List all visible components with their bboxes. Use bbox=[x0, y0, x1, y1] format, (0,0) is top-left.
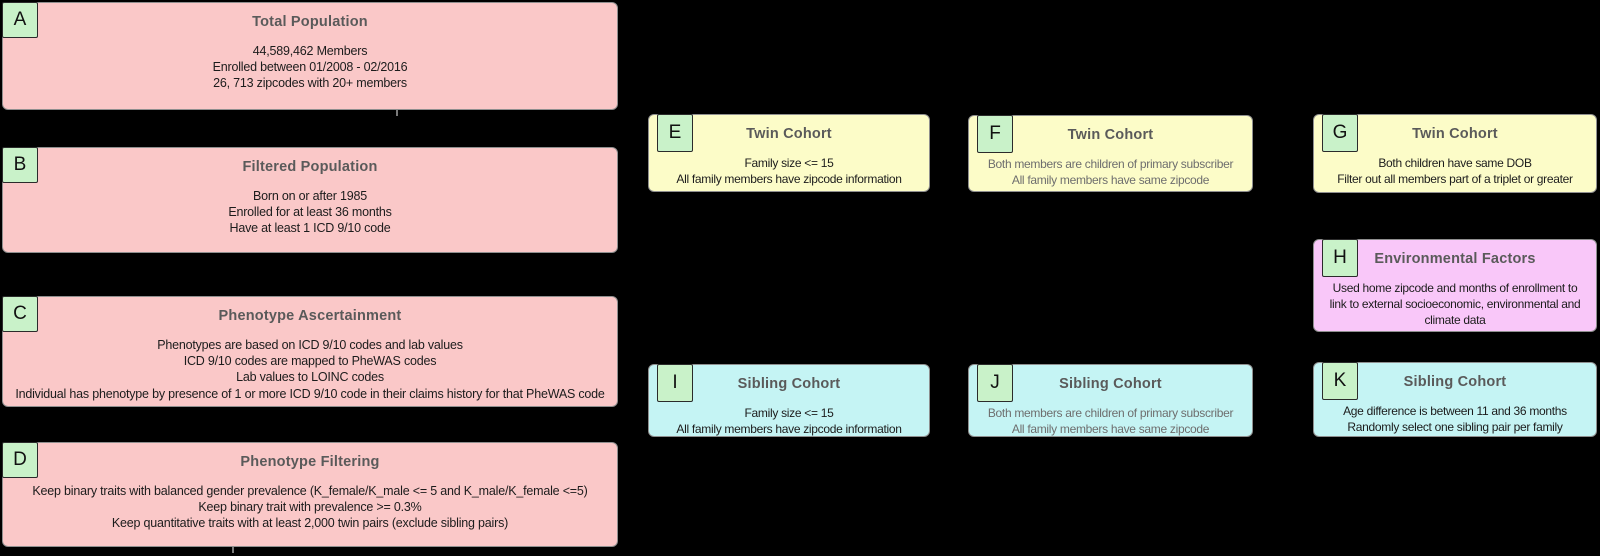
node-f-twin-cohort: F Twin Cohort Both members are children … bbox=[968, 115, 1253, 192]
node-a-title: Total Population bbox=[252, 14, 368, 30]
node-a-line: Enrolled between 01/2008 - 02/2016 bbox=[212, 60, 408, 75]
node-i-line: Family size <= 15 bbox=[744, 406, 834, 420]
node-c-line: ICD 9/10 codes are mapped to PheWAS code… bbox=[183, 354, 437, 369]
node-f-line: All family members have same zipcode bbox=[1011, 173, 1210, 188]
node-b-body: Born on or after 1985 Enrolled for at le… bbox=[3, 188, 617, 237]
node-g-twin-cohort: G Twin Cohort Both children have same DO… bbox=[1313, 114, 1597, 193]
node-b-line: Have at least 1 ICD 9/10 code bbox=[229, 221, 391, 236]
node-g-label: G bbox=[1322, 114, 1358, 152]
node-b-label: B bbox=[2, 147, 38, 183]
node-e-line: All family members have zipcode informat… bbox=[676, 172, 902, 187]
node-j-label: J bbox=[977, 364, 1013, 402]
node-b-line: Born on or after 1985 bbox=[253, 189, 367, 203]
node-c-body: Phenotypes are based on ICD 9/10 codes a… bbox=[3, 337, 617, 402]
node-e-line: Family size <= 15 bbox=[744, 156, 834, 170]
node-d-line: Keep quantitative traits with at least 2… bbox=[111, 516, 509, 531]
node-h-environmental-factors: H Environmental Factors Used home zipcod… bbox=[1313, 239, 1597, 332]
connector-stub bbox=[232, 547, 234, 553]
node-b-title: Filtered Population bbox=[242, 159, 378, 175]
node-a-total-population: A Total Population 44,589,462 Members En… bbox=[2, 2, 618, 110]
node-k-sibling-cohort: K Sibling Cohort Age difference is betwe… bbox=[1313, 362, 1597, 437]
node-i-sibling-cohort: I Sibling Cohort Family size <= 15 All f… bbox=[648, 364, 930, 437]
node-c-title: Phenotype Ascertainment bbox=[218, 308, 402, 324]
node-b-line: Enrolled for at least 36 months bbox=[228, 205, 392, 220]
node-g-body: Both children have same DOB Filter out a… bbox=[1314, 155, 1596, 187]
node-d-line: Keep binary trait with prevalence >= 0.3… bbox=[198, 500, 422, 515]
node-h-title: Environmental Factors bbox=[1374, 251, 1536, 267]
node-d-body: Keep binary traits with balanced gender … bbox=[3, 483, 617, 532]
node-i-body: Family size <= 15 All family members hav… bbox=[649, 405, 929, 437]
node-e-title: Twin Cohort bbox=[746, 126, 832, 142]
node-e-twin-cohort: E Twin Cohort Family size <= 15 All fami… bbox=[648, 114, 930, 192]
node-c-label: C bbox=[2, 296, 38, 332]
node-k-line: Randomly select one sibling pair per fam… bbox=[1347, 420, 1563, 435]
node-d-line: Keep binary traits with balanced gender … bbox=[32, 484, 588, 498]
node-k-label: K bbox=[1322, 362, 1358, 400]
node-d-phenotype-filtering: D Phenotype Filtering Keep binary traits… bbox=[2, 442, 618, 547]
node-f-line: Both members are children of primary sub… bbox=[987, 157, 1234, 171]
node-k-line: Age difference is between 11 and 36 mont… bbox=[1343, 404, 1567, 418]
node-i-title: Sibling Cohort bbox=[737, 376, 841, 392]
node-g-line: Both children have same DOB bbox=[1378, 156, 1532, 170]
node-h-line: Used home zipcode and months of enrollme… bbox=[1329, 281, 1581, 328]
node-f-label: F bbox=[977, 115, 1013, 153]
node-c-line: Individual has phenotype by presence of … bbox=[15, 386, 605, 401]
node-e-label: E bbox=[657, 114, 693, 152]
node-e-body: Family size <= 15 All family members hav… bbox=[649, 155, 929, 187]
node-c-line: Lab values to LOINC codes bbox=[236, 370, 384, 385]
node-j-sibling-cohort: J Sibling Cohort Both members are childr… bbox=[968, 364, 1253, 437]
node-a-line: 26, 713 zipcodes with 20+ members bbox=[213, 76, 407, 91]
node-a-label: A bbox=[2, 2, 38, 38]
node-k-title: Sibling Cohort bbox=[1403, 374, 1507, 390]
node-i-label: I bbox=[657, 364, 693, 402]
node-h-label: H bbox=[1322, 239, 1358, 277]
node-d-title: Phenotype Filtering bbox=[240, 454, 380, 470]
node-f-title: Twin Cohort bbox=[1067, 127, 1154, 143]
node-a-body: 44,589,462 Members Enrolled between 01/2… bbox=[3, 43, 617, 92]
connector-stub bbox=[396, 110, 398, 116]
node-j-body: Both members are children of primary sub… bbox=[969, 405, 1252, 437]
node-h-body: Used home zipcode and months of enrollme… bbox=[1314, 280, 1596, 329]
node-g-line: Filter out all members part of a triplet… bbox=[1337, 172, 1573, 187]
node-c-phenotype-ascertainment: C Phenotype Ascertainment Phenotypes are… bbox=[2, 296, 618, 407]
node-a-line: 44,589,462 Members bbox=[252, 44, 368, 58]
node-j-line: Both members are children of primary sub… bbox=[987, 406, 1234, 420]
node-j-title: Sibling Cohort bbox=[1059, 376, 1162, 392]
node-j-line: All family members have same zipcode bbox=[1011, 422, 1210, 437]
node-g-title: Twin Cohort bbox=[1412, 126, 1498, 142]
node-c-line: Phenotypes are based on ICD 9/10 codes a… bbox=[157, 338, 463, 352]
node-d-label: D bbox=[2, 442, 38, 478]
node-b-filtered-population: B Filtered Population Born on or after 1… bbox=[2, 147, 618, 253]
node-i-line: All family members have zipcode informat… bbox=[676, 422, 902, 437]
node-f-body: Both members are children of primary sub… bbox=[969, 156, 1252, 188]
node-k-body: Age difference is between 11 and 36 mont… bbox=[1314, 403, 1596, 435]
